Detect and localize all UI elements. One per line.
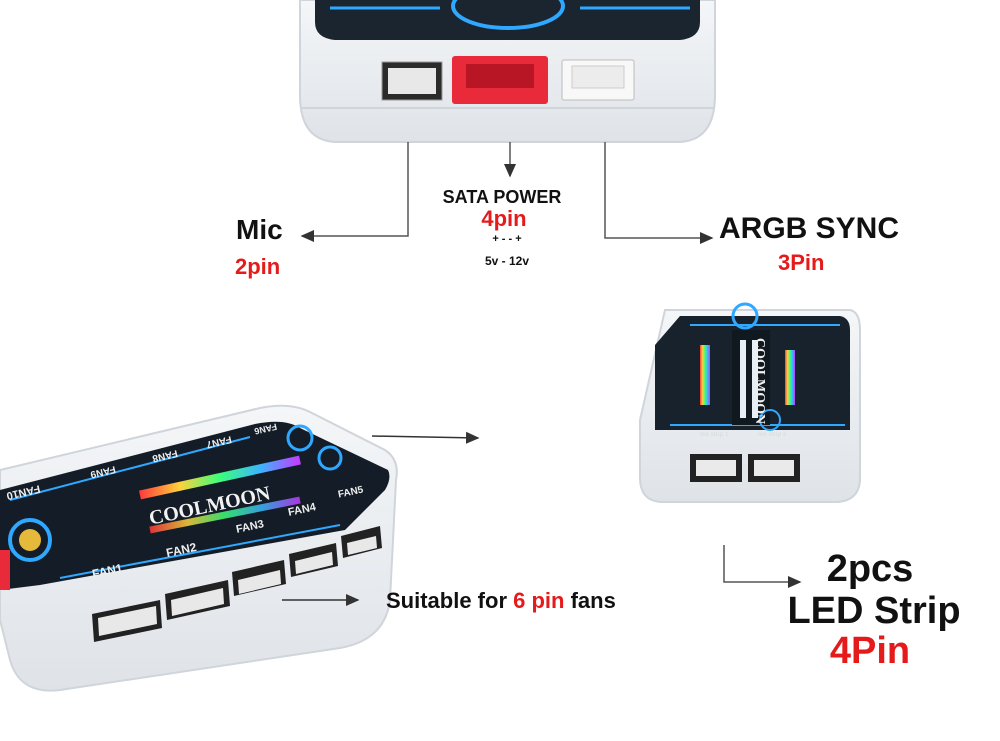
- fan-ports-row: [92, 526, 382, 642]
- fans-note: Suitable for 6 pin fans: [386, 590, 616, 612]
- argb-title: ARGB SYNC: [719, 212, 900, 245]
- fans-note-prefix: Suitable for: [386, 588, 514, 613]
- top-controller: [299, 0, 716, 143]
- led-pins: 4Pin: [829, 630, 911, 672]
- sata-title: SATA POWER: [442, 187, 562, 207]
- small-controller: [639, 302, 861, 503]
- small-hub-brand: COOLMOON: [752, 337, 768, 425]
- fans-note-highlight: 6 pin: [513, 588, 565, 613]
- sata-voltage: 5v - 12v: [484, 254, 530, 268]
- fans-note-suffix: fans: [564, 588, 616, 613]
- led-port-2: led strip 2: [758, 432, 787, 438]
- led-count: 2pcs: [826, 548, 914, 590]
- led-port-1: led strip 1: [700, 432, 729, 438]
- sata-pins: 4pin: [481, 206, 527, 231]
- argb-pins: 3Pin: [778, 250, 825, 275]
- mic-title: Mic: [236, 214, 283, 245]
- led-title: LED Strip: [787, 590, 961, 632]
- mic-pins: 2pin: [235, 254, 281, 279]
- main-hub: [0, 404, 398, 692]
- sata-polarity: + - - +: [492, 233, 522, 245]
